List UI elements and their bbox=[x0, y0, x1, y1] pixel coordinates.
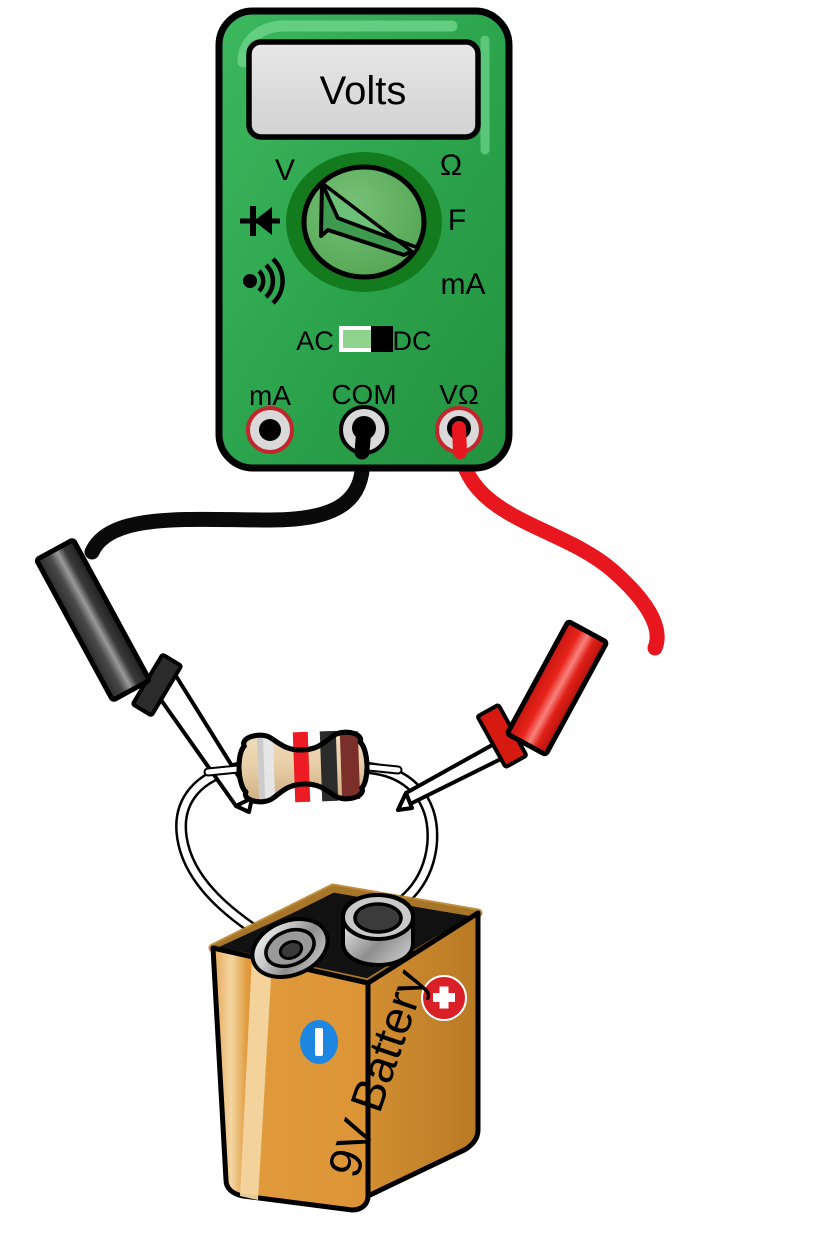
resistor-band-3 bbox=[319, 730, 339, 802]
rotary-dial[interactable] bbox=[286, 152, 442, 292]
resistor-body-outline bbox=[236, 729, 370, 805]
jack-com-plug bbox=[354, 420, 372, 460]
jack-vohm[interactable]: VΩ bbox=[435, 379, 483, 459]
red-lead-wire bbox=[452, 439, 665, 656]
display-screen bbox=[246, 39, 481, 140]
resistor-band-2 bbox=[292, 731, 311, 803]
jack-ma-hole[interactable] bbox=[259, 419, 281, 441]
black-probe[interactable] bbox=[34, 538, 254, 814]
resistor[interactable] bbox=[203, 729, 403, 805]
dial-label-f[interactable]: F bbox=[448, 204, 466, 237]
red-probe[interactable] bbox=[396, 619, 609, 812]
terminal-positive-hole bbox=[353, 902, 403, 934]
badge-negative-bar bbox=[315, 1028, 323, 1056]
9v-battery[interactable]: 9V Battery bbox=[208, 883, 483, 1213]
display-reading: Volts bbox=[320, 69, 407, 113]
meter-display: Volts bbox=[246, 39, 481, 140]
resistor-band-1-shade bbox=[256, 737, 266, 800]
test-lead-wires bbox=[84, 439, 665, 656]
terminal-negative-hole bbox=[278, 940, 304, 960]
dial-label-ma[interactable]: mA bbox=[441, 268, 486, 301]
meter-case-highlight bbox=[237, 20, 458, 68]
dial-pointer-highlight bbox=[320, 181, 420, 255]
terminal-positive[interactable] bbox=[341, 892, 415, 968]
jack-com[interactable]: COM bbox=[331, 379, 397, 460]
terminal-negative[interactable] bbox=[244, 908, 337, 987]
black-probe-handle[interactable] bbox=[34, 538, 152, 702]
switch-knob[interactable] bbox=[371, 326, 393, 352]
badge-negative bbox=[300, 1020, 338, 1064]
ac-dc-switch[interactable]: AC DC bbox=[296, 326, 432, 356]
jack-com-label: COM bbox=[331, 379, 396, 410]
diode-icon[interactable] bbox=[240, 206, 280, 236]
jack-ma-label: mA bbox=[249, 380, 291, 411]
dial-label-v[interactable]: V bbox=[275, 154, 295, 187]
red-probe-handle[interactable] bbox=[505, 619, 609, 757]
switch-label-ac[interactable]: AC bbox=[296, 326, 334, 356]
jack-ma[interactable]: mA bbox=[246, 380, 294, 454]
badge-plus-v bbox=[439, 986, 449, 1009]
multimeter-body[interactable]: Volts V Ω F mA AC bbox=[215, 7, 513, 472]
dial-label-ohm[interactable]: Ω bbox=[440, 149, 462, 182]
resistor-band-4 bbox=[339, 731, 361, 800]
jack-vohm-label: VΩ bbox=[439, 379, 479, 410]
badge-positive bbox=[421, 975, 467, 1021]
switch-label-dc[interactable]: DC bbox=[393, 326, 432, 356]
jack-vohm-plug bbox=[452, 421, 467, 459]
battery-edge-highlight bbox=[240, 957, 272, 1200]
red-probe-point bbox=[396, 791, 414, 812]
black-lead-wire bbox=[84, 439, 371, 560]
continuity-icon[interactable] bbox=[243, 257, 285, 305]
